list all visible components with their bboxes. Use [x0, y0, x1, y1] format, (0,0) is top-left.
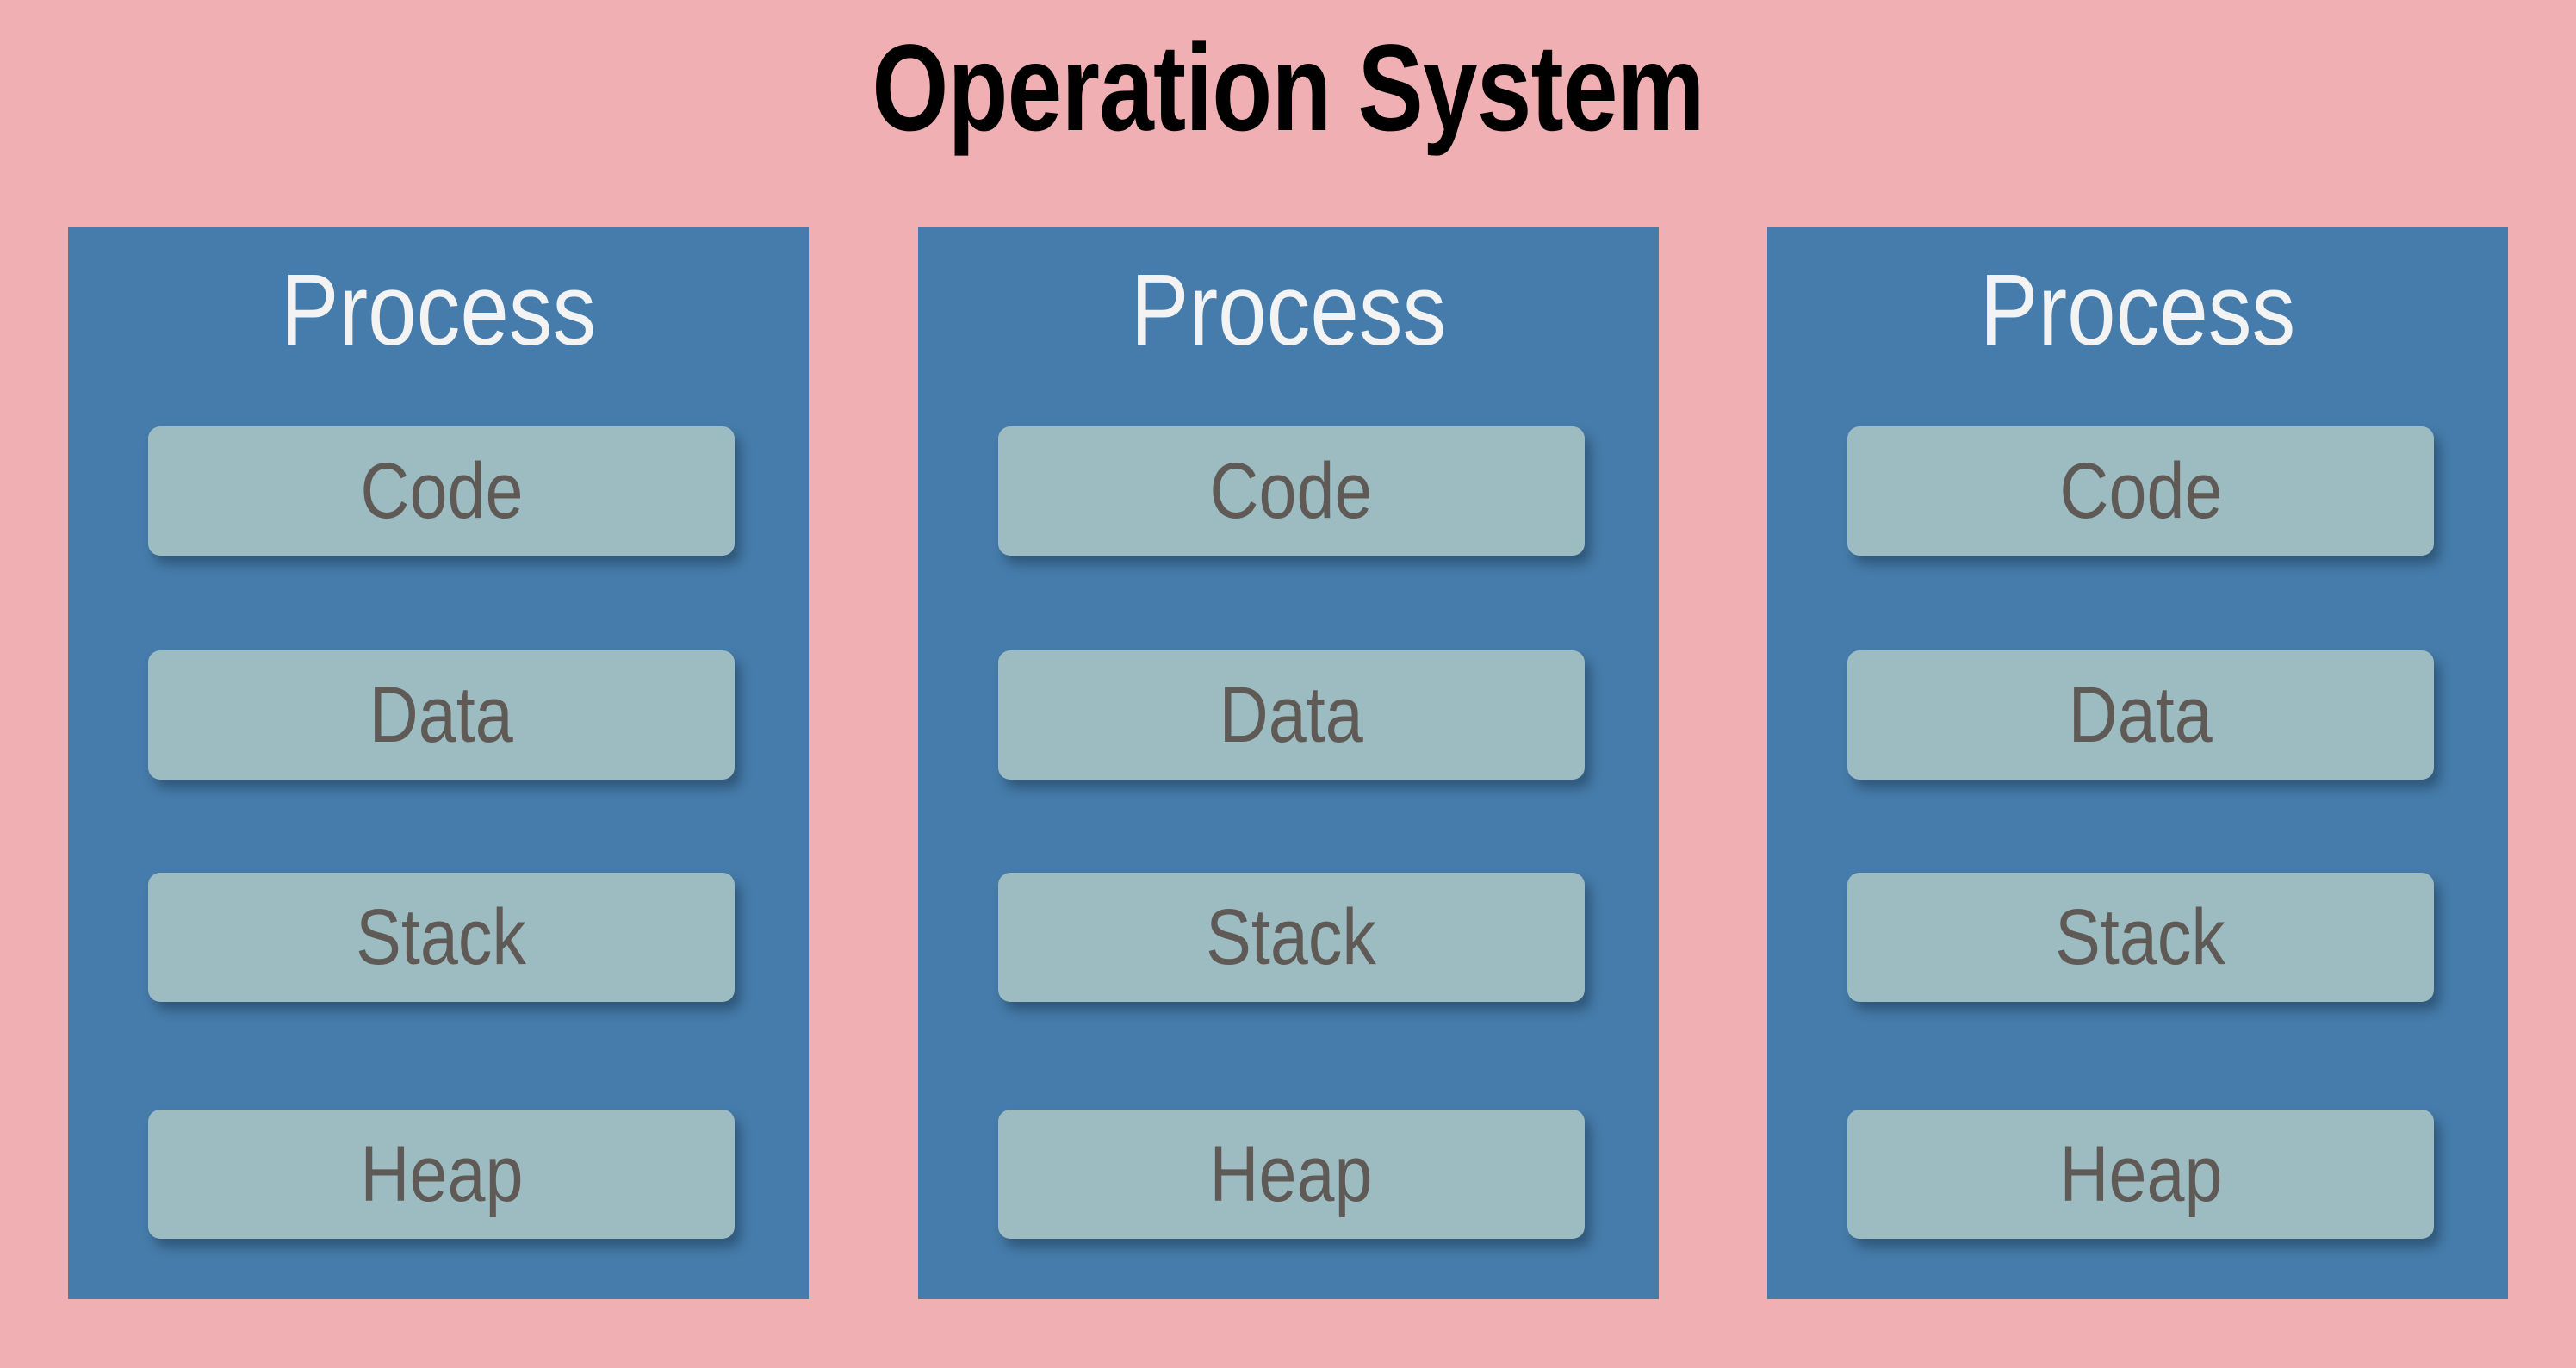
process-list: Process Code Data Stack Heap Process — [68, 227, 2508, 1299]
segment-label: Heap — [2058, 1130, 2223, 1218]
process-heading: Process — [280, 253, 597, 367]
segment-label: Data — [1219, 671, 1363, 759]
segment-stack: Stack — [1847, 873, 2434, 1002]
segment-data: Data — [148, 650, 735, 780]
process-box-3: Process Code Data Stack Heap — [1767, 227, 2508, 1299]
segment-label: Stack — [356, 893, 527, 981]
segment-list-2: Code Data Stack Heap — [918, 426, 1659, 1299]
process-heading: Process — [1130, 253, 1446, 367]
segment-heap: Heap — [997, 1110, 1585, 1239]
process-box-2: Process Code Data Stack Heap — [917, 227, 1659, 1299]
segment-list-3: Code Data Stack Heap — [1767, 426, 2508, 1299]
segment-stack: Stack — [148, 873, 735, 1002]
process-box-1: Process Code Data Stack Heap — [68, 227, 809, 1299]
segment-label: Data — [369, 671, 514, 759]
process-heading: Process — [1979, 253, 2296, 367]
segment-label: Heap — [359, 1130, 524, 1218]
segment-stack: Stack — [997, 873, 1585, 1002]
segment-code: Code — [148, 426, 735, 556]
segment-list-1: Code Data Stack Heap — [68, 426, 809, 1299]
segment-label: Code — [1209, 447, 1373, 535]
page-title: Operation System — [872, 20, 1704, 157]
segment-label: Stack — [1206, 893, 1376, 981]
segment-code: Code — [1847, 426, 2434, 556]
segment-label: Heap — [1209, 1130, 1373, 1218]
segment-data: Data — [997, 650, 1585, 780]
segment-label: Code — [2058, 447, 2223, 535]
segment-label: Code — [359, 447, 524, 535]
segment-code: Code — [997, 426, 1585, 556]
segment-heap: Heap — [1847, 1110, 2434, 1239]
segment-label: Stack — [2055, 893, 2226, 981]
segment-data: Data — [1847, 650, 2434, 780]
segment-label: Data — [2068, 671, 2213, 759]
segment-heap: Heap — [148, 1110, 735, 1239]
